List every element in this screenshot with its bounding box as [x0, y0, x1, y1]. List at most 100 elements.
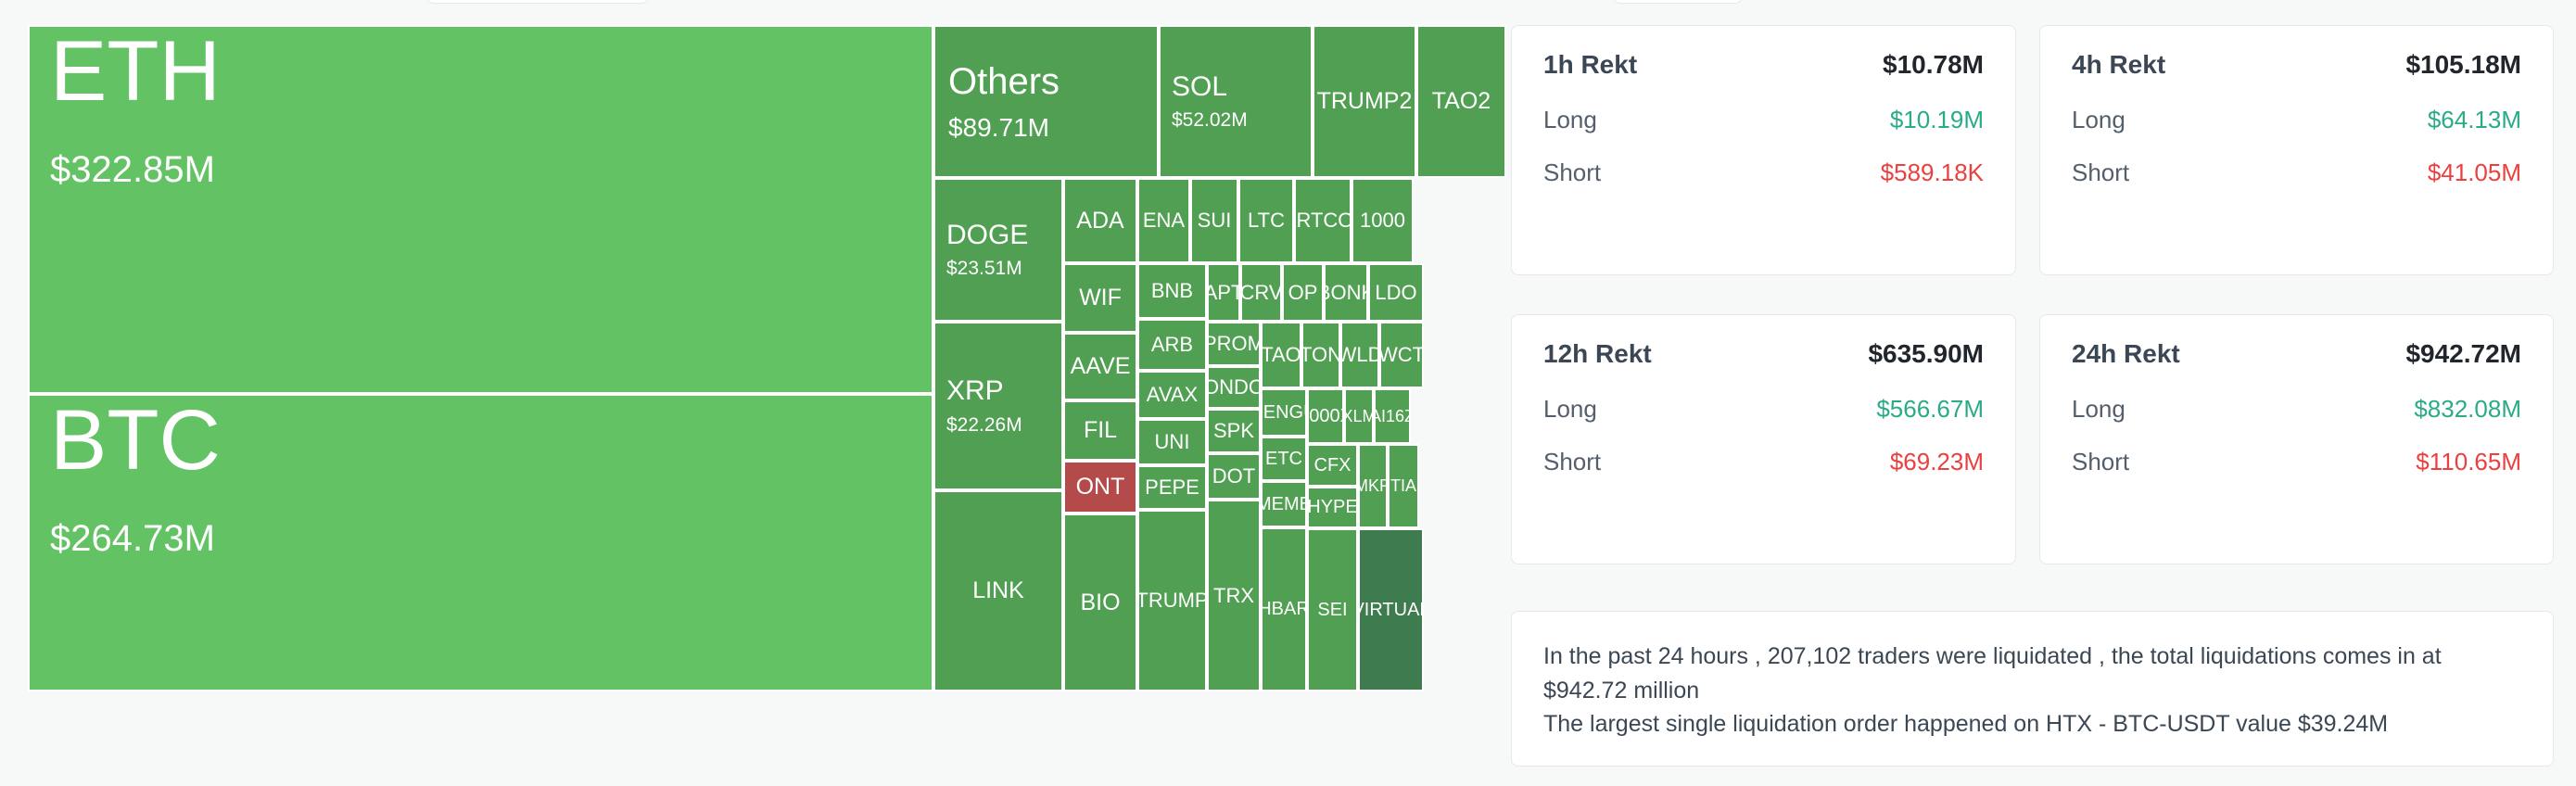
treemap-tile-spk[interactable]: SPK — [1207, 409, 1261, 453]
treemap-tile-xrp[interactable]: XRP$22.26M — [933, 322, 1063, 490]
treemap-tile-doge[interactable]: DOGE$23.51M — [933, 178, 1063, 322]
treemap-tile-symbol: MEME — [1263, 493, 1305, 514]
treemap-tile-sei[interactable]: SEI — [1307, 528, 1358, 691]
treemap-tile-op[interactable]: OP — [1282, 263, 1324, 322]
treemap-tile-tao[interactable]: TAO — [1261, 322, 1301, 388]
rekt-short-row: Short $69.23M — [1543, 448, 1984, 476]
rekt-card-total: $635.90M — [1868, 339, 1984, 368]
treemap-tile-symbol: XLM — [1346, 406, 1372, 425]
summary-line-2: The largest single liquidation order hap… — [1543, 711, 2389, 737]
treemap-tile-uni[interactable]: UNI — [1137, 419, 1207, 465]
treemap-tile-symbol: ONT — [1075, 474, 1125, 501]
treemap-tile-symbol: AAVE — [1070, 353, 1131, 380]
treemap-tile-xlm[interactable]: XLM — [1344, 388, 1374, 444]
treemap-tile-avax[interactable]: AVAX — [1137, 371, 1207, 419]
treemap-tile-symbol: ADA — [1076, 207, 1124, 234]
treemap-tile-trump2[interactable]: TRUMP2 — [1313, 25, 1416, 178]
treemap-tile-fartcoin[interactable]: FARTCOIN — [1294, 178, 1351, 263]
treemap-tile-tia[interactable]: TIA — [1388, 444, 1419, 528]
treemap-tile-ena[interactable]: ENA — [1137, 178, 1190, 263]
treemap-tile-symbol: MKR — [1360, 476, 1386, 496]
treemap-tile-arb[interactable]: ARB — [1137, 319, 1207, 371]
treemap-tile-symbol: TRUMP — [1137, 589, 1207, 613]
treemap-tile-symbol: 1000 — [1360, 209, 1405, 233]
rekt-short-row: Short $41.05M — [2072, 158, 2521, 187]
treemap-tile-symbol: WIF — [1079, 285, 1122, 311]
rekt-card-header: 12h Rekt $635.90M — [1543, 339, 1984, 369]
treemap-tile-1000x[interactable]: 1000X — [1307, 388, 1344, 444]
treemap-tile-ont[interactable]: ONT — [1063, 461, 1137, 513]
treemap-tile-ltc[interactable]: LTC — [1238, 178, 1294, 263]
treemap-tile-aave[interactable]: AAVE — [1063, 333, 1137, 400]
treemap-tile-symbol: AVAX — [1146, 383, 1199, 407]
treemap-tile-sol[interactable]: SOL$52.02M — [1159, 25, 1313, 178]
treemap-tile-etc[interactable]: ETC — [1261, 437, 1307, 481]
treemap-tile-wld[interactable]: WLD — [1340, 322, 1379, 388]
treemap-tile-tao2[interactable]: TAO2 — [1416, 25, 1506, 178]
treemap-tile-ai16z[interactable]: AI16Z — [1374, 388, 1411, 444]
treemap-tile-symbol: TIA — [1390, 476, 1416, 496]
treemap-tile-trx[interactable]: TRX — [1207, 500, 1261, 691]
rekt-card-header: 1h Rekt $10.78M — [1543, 50, 1984, 80]
rekt-card-header: 24h Rekt $942.72M — [2072, 339, 2521, 369]
treemap-tile-trump[interactable]: TRUMP — [1137, 510, 1207, 691]
treemap-tile-value: $23.51M — [946, 258, 1022, 280]
treemap-tile-eth[interactable]: ETH$322.85M — [28, 25, 933, 394]
treemap-tile-symbol: LDO — [1375, 280, 1417, 304]
treemap-tile-bio[interactable]: BIO — [1063, 513, 1137, 691]
rekt-long-value: $10.19M — [1889, 106, 1984, 133]
treemap-tile-fil[interactable]: FIL — [1063, 400, 1137, 461]
treemap-tile-sui[interactable]: SUI — [1190, 178, 1238, 263]
rekt-card-1h[interactable]: 1h Rekt $10.78M Long $10.19M Short $589.… — [1511, 25, 2016, 275]
rekt-short-label: Short — [2072, 448, 2130, 475]
treemap-tile-cfx[interactable]: CFX — [1307, 444, 1358, 487]
treemap-tile-symbol: SOL — [1172, 70, 1228, 102]
treemap-tile-virtual[interactable]: VIRTUAL — [1358, 528, 1424, 691]
treemap-tile-value: $22.26M — [946, 413, 1022, 436]
treemap-tile-value: $264.73M — [50, 517, 215, 559]
clipped-card-edge-right — [1613, 0, 1743, 4]
treemap-tile-pengu[interactable]: PENGU — [1261, 388, 1307, 437]
treemap-tile-symbol: Others — [948, 60, 1060, 102]
treemap-tile-btc[interactable]: BTC$264.73M — [28, 394, 933, 691]
treemap-tile-1000[interactable]: 1000 — [1351, 178, 1414, 263]
treemap-tile-symbol: TON — [1301, 343, 1340, 367]
rekt-card-24h[interactable]: 24h Rekt $942.72M Long $832.08M Short $1… — [2039, 314, 2554, 564]
rekt-card-4h[interactable]: 4h Rekt $105.18M Long $64.13M Short $41.… — [2039, 25, 2554, 275]
treemap-tile-prom[interactable]: PROM — [1207, 322, 1261, 366]
treemap-tile-hype[interactable]: HYPE — [1307, 487, 1358, 528]
treemap-tile-symbol: ENA — [1142, 209, 1186, 233]
treemap-tile-link[interactable]: LINK — [933, 490, 1063, 691]
treemap-tile-symbol: ARB — [1150, 333, 1194, 357]
rekt-long-label: Long — [1543, 395, 1597, 423]
rekt-card-total: $10.78M — [1883, 50, 1984, 79]
treemap-tile-value: $89.71M — [948, 112, 1049, 142]
treemap-tile-apt[interactable]: APT — [1207, 263, 1240, 322]
rekt-card-12h[interactable]: 12h Rekt $635.90M Long $566.67M Short $6… — [1511, 314, 2016, 564]
treemap-tile-symbol: LINK — [972, 577, 1024, 604]
treemap-tile-bonk[interactable]: BONK — [1324, 263, 1368, 322]
rekt-card-header: 4h Rekt $105.18M — [2072, 50, 2521, 80]
treemap-tile-others[interactable]: Others $89.71M — [933, 25, 1159, 178]
treemap-tile-dot[interactable]: DOT — [1207, 453, 1261, 500]
rekt-short-value: $589.18K — [1880, 158, 1984, 186]
treemap-tile-pepe[interactable]: PEPE — [1137, 465, 1207, 510]
treemap-tile-wct[interactable]: WCT — [1379, 322, 1424, 388]
treemap-tile-mkr[interactable]: MKR — [1358, 444, 1388, 528]
treemap-tile-hbar[interactable]: HBAR — [1261, 527, 1307, 691]
treemap-tile-crv[interactable]: CRV — [1240, 263, 1282, 322]
rekt-short-row: Short $110.65M — [2072, 448, 2521, 476]
treemap-tile-symbol: HBAR — [1263, 599, 1305, 619]
treemap-tile-symbol: AI16Z — [1376, 406, 1409, 425]
treemap-tile-meme[interactable]: MEME — [1261, 481, 1307, 527]
treemap-tile-ada[interactable]: ADA — [1063, 178, 1137, 263]
treemap-tile-symbol: FIL — [1083, 417, 1118, 444]
treemap-tile-ldo[interactable]: LDO — [1368, 263, 1424, 322]
treemap-tile-bnb[interactable]: BNB — [1137, 263, 1207, 319]
treemap-tile-symbol: PENGU — [1263, 401, 1305, 423]
rekt-card-title: 24h Rekt — [2072, 339, 2180, 368]
treemap-tile-ton[interactable]: TON — [1301, 322, 1340, 388]
treemap-tile-wif[interactable]: WIF — [1063, 263, 1137, 333]
treemap-tile-ondo[interactable]: ONDO — [1207, 366, 1261, 409]
